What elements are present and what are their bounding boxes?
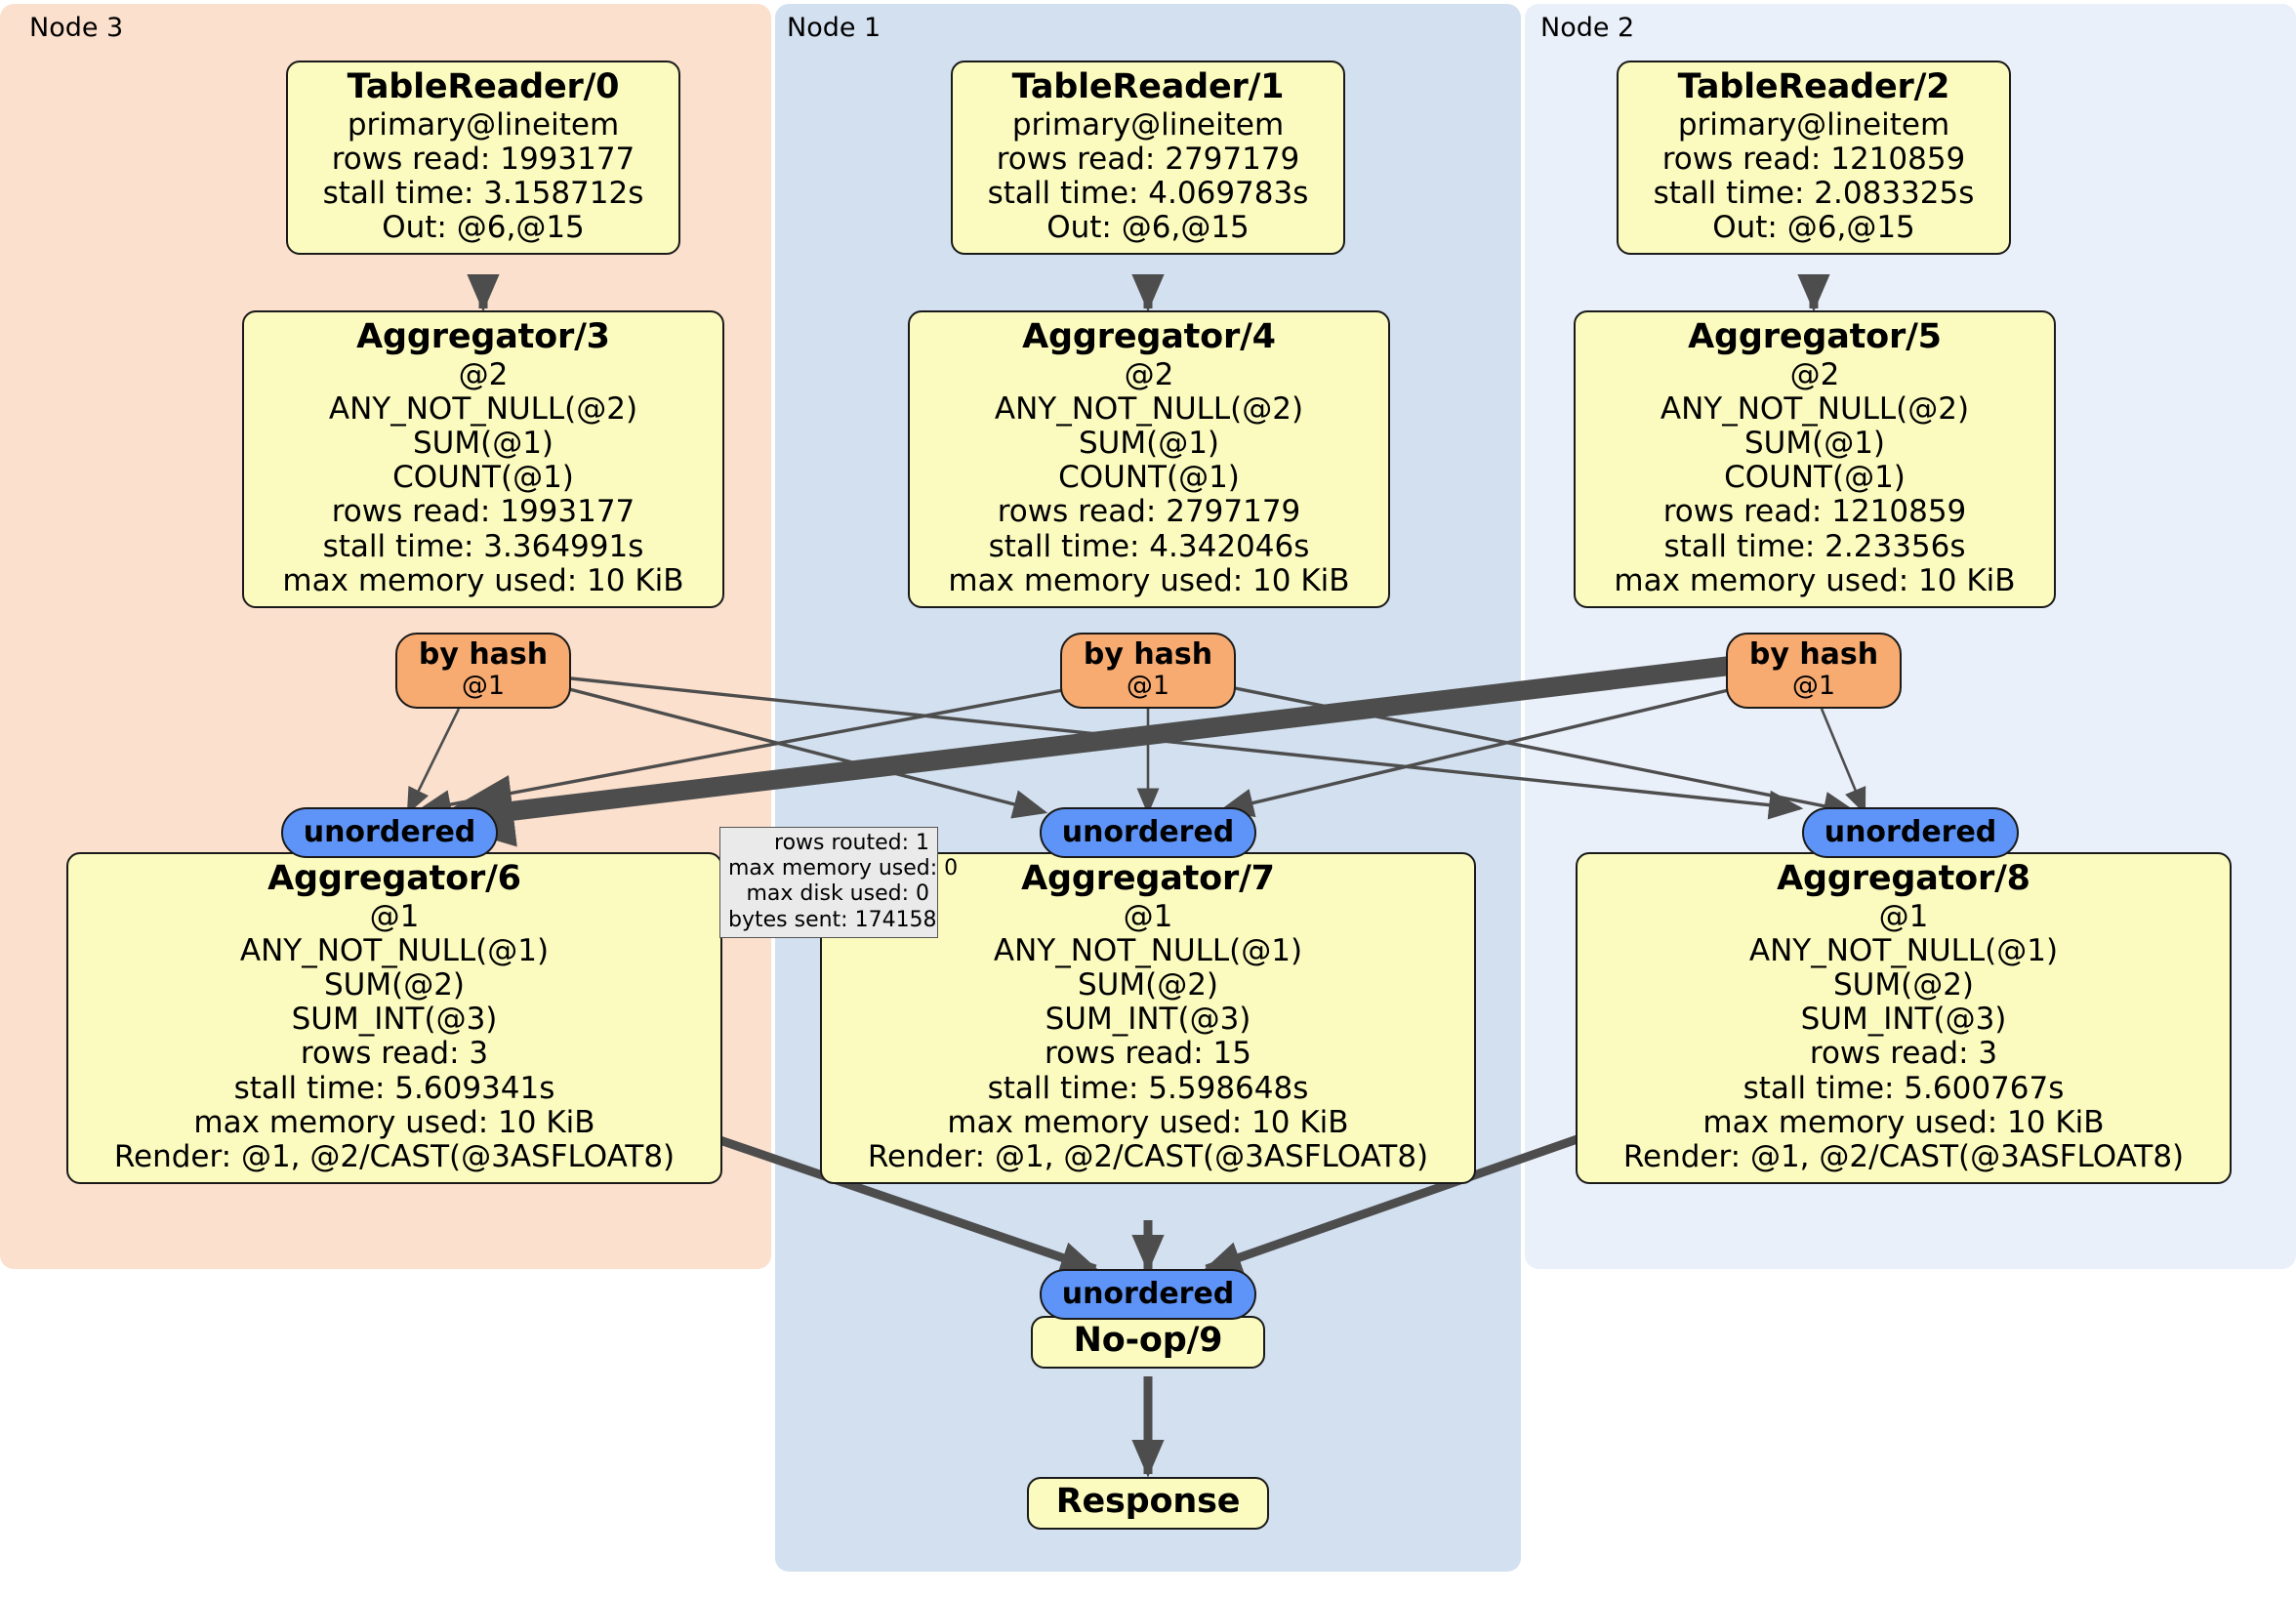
processor-line: @1 [369,898,420,934]
processor-line: SUM(@2) [1832,967,1975,1003]
processor-line: rows read: 15 [1045,1036,1251,1072]
processor-title: Aggregator/8 [1777,859,2030,898]
synchronizer-unordered-node2[interactable]: unordered [1802,807,2019,858]
processor-line: @1 [1878,898,1929,934]
processor-line: ANY_NOT_NULL(@1) [993,932,1303,968]
processor-title: TableReader/1 [1011,67,1285,106]
processor-title: TableReader/0 [347,67,620,106]
processor-line: ANY_NOT_NULL(@2) [994,390,1304,427]
router-byhash-node2[interactable]: by hash @1 [1726,633,1902,709]
synchronizer-unordered-node3[interactable]: unordered [281,807,498,858]
processor-line: max memory used: 10 KiB [193,1104,595,1140]
stat-line: max disk used: 0 [746,881,929,907]
cluster-label-node2: Node 2 [1540,13,1635,43]
cluster-label-node3: Node 3 [29,13,124,43]
processor-line: SUM(@2) [1077,967,1219,1003]
processor-line: ANY_NOT_NULL(@1) [1748,932,2059,968]
processor-title: Aggregator/4 [1022,317,1276,356]
processor-line: SUM(@2) [323,967,466,1003]
stat-line: rows routed: 1 [774,831,929,855]
processor-line: SUM(@1) [412,426,554,462]
processor-line: rows read: 2797179 [996,141,1300,177]
processor-line: stall time: 2.23356s [1663,528,1966,564]
processor-line: primary@lineitem [1011,106,1285,143]
processor-line: stall time: 4.342046s [988,528,1310,564]
processor-line: rows read: 1993177 [331,141,636,177]
processor-noop9[interactable]: No-op/9 [1031,1316,1265,1369]
router-subtitle: @1 [461,670,506,701]
stat-line: max memory used: 0 [728,856,959,881]
router-byhash-node1[interactable]: by hash @1 [1060,633,1236,709]
processor-line: @2 [1124,356,1174,392]
processor-tablereader1[interactable]: TableReader/1 primary@lineitem rows read… [951,61,1345,256]
processor-line: Render: @1, @2/CAST(@3ASFLOAT8) [113,1138,676,1174]
processor-line: @2 [458,356,509,392]
processor-line: ANY_NOT_NULL(@2) [328,390,638,427]
stat-line: bytes sent: 174158 [728,907,937,932]
processor-line: Out: @6,@15 [382,210,585,246]
processor-tablereader2[interactable]: TableReader/2 primary@lineitem rows read… [1617,61,2011,256]
processor-line: stall time: 4.069783s [987,176,1309,212]
router-title: by hash [1748,637,1879,672]
processor-line: stall time: 5.598648s [987,1070,1309,1106]
processor-title: Aggregator/3 [356,317,610,356]
processor-line: rows read: 1210859 [1662,494,1967,530]
processor-line: max memory used: 10 KiB [1702,1104,2105,1140]
processor-line: COUNT(@1) [1724,460,1906,496]
processor-line: stall time: 2.083325s [1653,176,1975,212]
router-title: by hash [418,637,549,672]
processor-title: No-op/9 [1073,1321,1223,1360]
processor-line: ANY_NOT_NULL(@1) [239,932,550,968]
processor-aggregator4[interactable]: Aggregator/4 @2 ANY_NOT_NULL(@2) SUM(@1)… [908,310,1390,608]
processor-response[interactable]: Response [1027,1477,1269,1530]
processor-line: max memory used: 10 KiB [948,562,1350,598]
processor-aggregator6[interactable]: Aggregator/6 @1 ANY_NOT_NULL(@1) SUM(@2)… [66,852,722,1185]
processor-title: Aggregator/5 [1688,317,1942,356]
processor-line: SUM(@1) [1078,426,1220,462]
processor-line: ANY_NOT_NULL(@2) [1660,390,1970,427]
processor-line: @1 [1123,898,1173,934]
processor-line: COUNT(@1) [1058,460,1240,496]
router-subtitle: @1 [1791,670,1836,701]
processor-tablereader0[interactable]: TableReader/0 primary@lineitem rows read… [286,61,680,256]
processor-line: @2 [1789,356,1840,392]
processor-title: Response [1055,1482,1241,1521]
processor-line: stall time: 3.158712s [322,176,644,212]
processor-line: Out: @6,@15 [1712,210,1915,246]
cluster-label-node1: Node 1 [787,13,882,43]
processor-line: max memory used: 10 KiB [1614,562,2016,598]
synchronizer-unordered-node1[interactable]: unordered [1040,807,1256,858]
synchronizer-unordered-final[interactable]: unordered [1040,1269,1256,1320]
processor-line: Out: @6,@15 [1046,210,1250,246]
processor-line: SUM_INT(@3) [291,1002,498,1038]
processor-line: primary@lineitem [347,106,620,143]
processor-line: rows read: 1993177 [331,494,636,530]
processor-line: stall time: 5.600767s [1742,1070,2065,1106]
processor-line: SUM(@1) [1743,426,1886,462]
processor-line: stall time: 3.364991s [322,528,644,564]
router-subtitle: @1 [1126,670,1170,701]
processor-line: Render: @1, @2/CAST(@3ASFLOAT8) [1622,1138,2185,1174]
processor-line: primary@lineitem [1677,106,1950,143]
router-title: by hash [1083,637,1213,672]
processor-line: stall time: 5.609341s [233,1070,555,1106]
processor-line: SUM_INT(@3) [1800,1002,2007,1038]
processor-line: rows read: 3 [1809,1036,1998,1072]
processor-title: Aggregator/6 [267,859,521,898]
processor-aggregator8[interactable]: Aggregator/8 @1 ANY_NOT_NULL(@1) SUM(@2)… [1576,852,2232,1185]
processor-line: rows read: 3 [300,1036,489,1072]
processor-line: max memory used: 10 KiB [947,1104,1349,1140]
processor-aggregator5[interactable]: Aggregator/5 @2 ANY_NOT_NULL(@2) SUM(@1)… [1574,310,2056,608]
edge-stats-tooltip: rows routed: 1 max memory used: 0 max di… [719,827,959,938]
processor-aggregator3[interactable]: Aggregator/3 @2 ANY_NOT_NULL(@2) SUM(@1)… [242,310,724,608]
processor-line: rows read: 1210859 [1661,141,1966,177]
processor-title: TableReader/2 [1677,67,1950,106]
processor-line: SUM_INT(@3) [1045,1002,1251,1038]
processor-title: Aggregator/7 [1021,859,1275,898]
processor-line: rows read: 2797179 [997,494,1301,530]
processor-line: COUNT(@1) [392,460,574,496]
processor-line: Render: @1, @2/CAST(@3ASFLOAT8) [867,1138,1429,1174]
processor-line: max memory used: 10 KiB [282,562,684,598]
router-byhash-node3[interactable]: by hash @1 [395,633,571,709]
